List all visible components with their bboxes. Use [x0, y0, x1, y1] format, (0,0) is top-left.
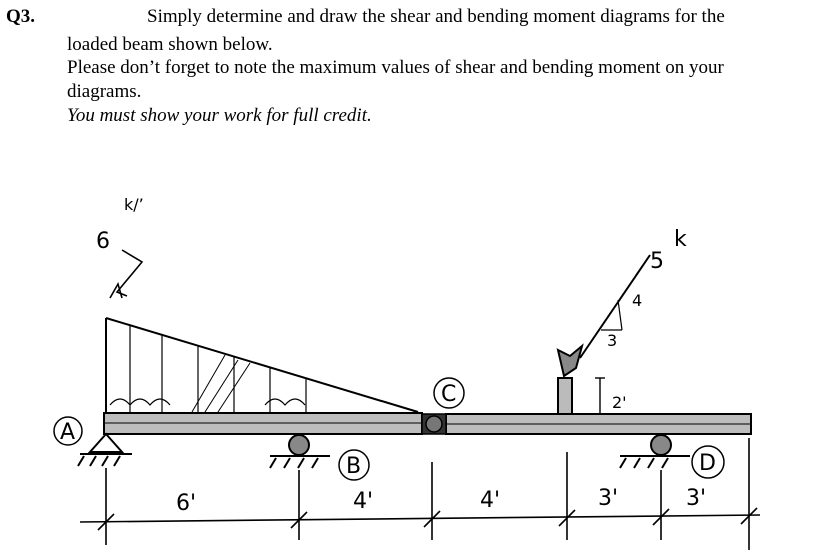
question-text-line-5: You must show your work for full credit.	[67, 105, 372, 126]
support-d	[619, 434, 690, 469]
slope-run: 3	[607, 331, 617, 350]
label-d: D	[699, 451, 716, 476]
question-text-line-1: Simply determine and draw the shear and …	[147, 6, 725, 27]
lever-height-dimension	[595, 377, 605, 414]
dimension-c-load: 4'	[480, 488, 500, 513]
distributed-load-unit: k/’	[124, 195, 144, 214]
label-d-circle	[691, 445, 725, 479]
lever-height: 2'	[612, 393, 627, 412]
label-c: C	[441, 382, 456, 407]
label-c-circle	[433, 377, 465, 409]
question-text-line-3: Please don’t forget to note the maximum …	[67, 57, 724, 78]
point-load-unit: k	[674, 227, 687, 252]
distributed-load-value: 6	[96, 229, 110, 254]
label-b: B	[346, 454, 361, 479]
question-text-line-4: diagrams.	[67, 81, 142, 102]
hinge-c	[421, 413, 447, 435]
point-load-arrow	[579, 254, 651, 359]
dimension-ab: 6'	[176, 491, 196, 516]
dimension-load-d: 3'	[598, 486, 618, 511]
label-b-circle	[338, 449, 370, 481]
load-pointer-arrow	[109, 249, 144, 299]
question-number: Q3.	[6, 6, 36, 27]
lever-post	[556, 343, 584, 415]
dimension-d-end: 3'	[686, 486, 706, 511]
slope-rise: 4	[632, 291, 642, 310]
label-a-circle	[53, 416, 83, 446]
support-a	[77, 432, 132, 467]
dimension-line	[79, 438, 761, 550]
label-a: A	[60, 420, 75, 445]
distributed-load	[105, 317, 419, 418]
support-b	[269, 434, 330, 469]
point-load-value: 5	[650, 249, 664, 274]
question-text-line-2: loaded beam shown below.	[67, 34, 273, 55]
dimension-bc: 4'	[353, 489, 373, 514]
